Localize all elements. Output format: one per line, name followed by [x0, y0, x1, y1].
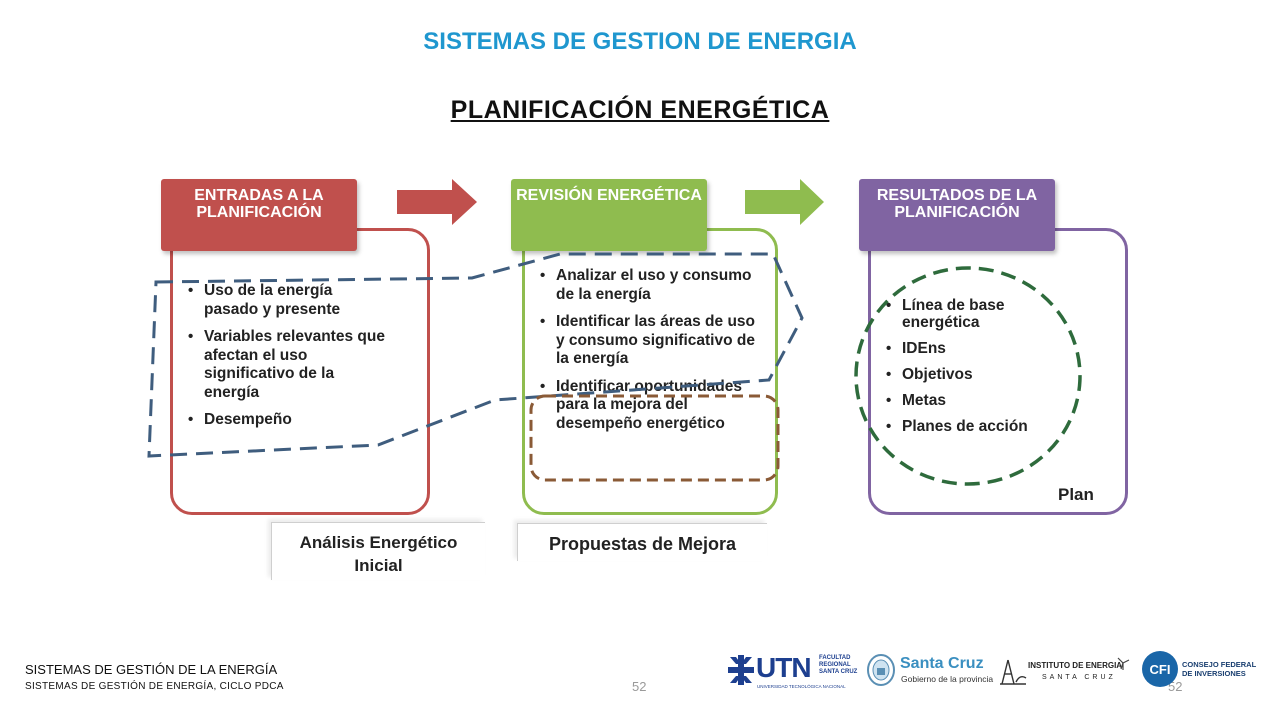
header-review: REVISIÓN ENERGÉTICA	[511, 179, 707, 251]
list-inputs: Uso de la energía pasado y presente Vari…	[188, 282, 388, 439]
caption-analysis-text: Análisis Energético Inicial	[299, 533, 458, 575]
list-item: Planes de acción	[886, 418, 1061, 435]
caption-proposals-text: Propuestas de Mejora	[548, 534, 737, 554]
header-inputs: ENTRADAS A LA PLANIFICACIÓN	[161, 179, 357, 251]
instituto-name: INSTITUTO DE ENERGIA	[1028, 661, 1123, 670]
arrow-right-icon	[745, 179, 824, 225]
utn-logo: UTN FACULTAD REGIONAL SANTA CRUZ UNIVERS…	[728, 652, 863, 692]
santa-cruz-logo: Santa Cruz Gobierno de la provincia	[866, 654, 994, 690]
instituto-logo: INSTITUTO DE ENERGIA SANTA CRUZ	[998, 656, 1136, 690]
list-item: IDEns	[886, 340, 1061, 357]
list-results: Línea de base energética IDEns Objetivos…	[886, 297, 1061, 444]
santa-cruz-tagline: Gobierno de la provincia	[901, 674, 994, 684]
cfi-badge: CFI	[1142, 651, 1178, 687]
cfi-logo: CFI CONSEJO FEDERAL DE INVERSIONES	[1142, 650, 1257, 690]
list-item: Variables relevantes que afectan el uso …	[188, 328, 388, 402]
list-item: Línea de base energética	[886, 297, 1061, 331]
caption-analysis: Análisis Energético Inicial	[271, 522, 485, 580]
list-item: Identificar las áreas de uso y consumo s…	[540, 313, 762, 369]
wind-turbine-icon	[1117, 657, 1130, 670]
cfi-line: CONSEJO FEDERAL	[1182, 660, 1257, 669]
page-number: 52	[632, 679, 647, 694]
utn-emblem-icon	[728, 655, 754, 685]
santa-cruz-name: Santa Cruz	[900, 655, 984, 672]
utn-line: FACULTAD	[819, 655, 851, 661]
cfi-line: DE INVERSIONES	[1182, 669, 1246, 678]
utn-tagline: UNIVERSIDAD TECNOLÓGICA NACIONAL	[757, 684, 846, 689]
list-item: Identificar oportunidades para la mejora…	[540, 378, 762, 434]
arrow-right-icon	[397, 179, 477, 225]
utn-name: UTN	[756, 652, 812, 683]
plan-label: Plan	[1058, 485, 1094, 504]
list-item: Uso de la energía pasado y presente	[188, 282, 388, 319]
instituto-tagline: SANTA CRUZ	[1042, 674, 1116, 681]
list-item: Desempeño	[188, 411, 388, 430]
footer-title: SISTEMAS DE GESTIÓN DE LA ENERGÍA	[25, 662, 278, 677]
list-item: Objetivos	[886, 366, 1061, 383]
list-review: Analizar el uso y consumo de la energía …	[540, 267, 762, 442]
provincial-seal-icon	[867, 654, 895, 686]
utn-line: SANTA CRUZ	[819, 669, 858, 675]
list-item: Metas	[886, 392, 1061, 409]
energy-tower-icon	[1000, 659, 1027, 685]
footer-subtitle: SISTEMAS DE GESTIÓN DE ENERGÍA, CICLO PD…	[25, 681, 284, 692]
slide-title: SISTEMAS DE GESTION DE ENERGIA	[423, 28, 857, 55]
list-item: Analizar el uso y consumo de la energía	[540, 267, 762, 304]
caption-proposals: Propuestas de Mejora	[517, 523, 767, 561]
slide-subtitle: PLANIFICACIÓN ENERGÉTICA	[450, 96, 830, 124]
header-results: RESULTADOS DE LA PLANIFICACIÓN	[859, 179, 1055, 251]
utn-line: REGIONAL	[819, 662, 851, 668]
cfi-name: CFI	[1149, 661, 1171, 677]
